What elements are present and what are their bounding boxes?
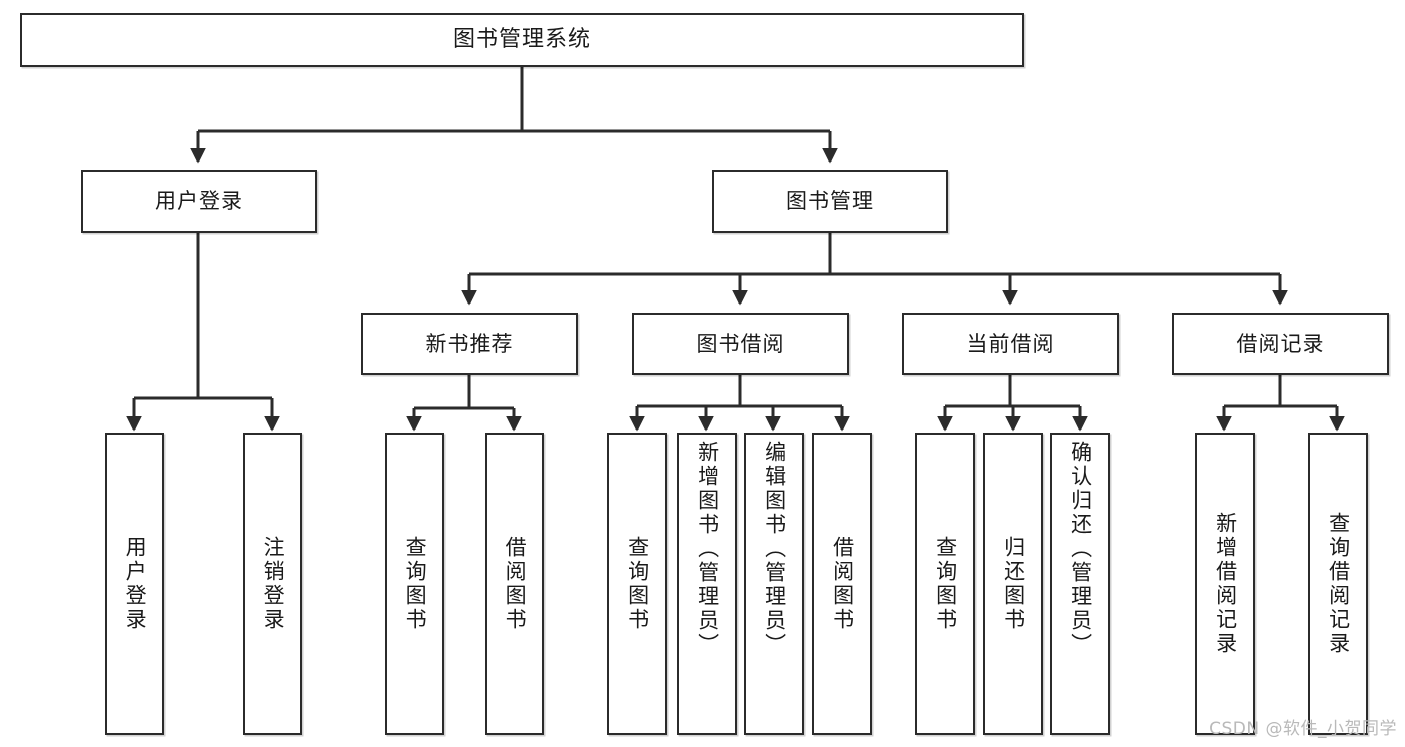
node-label: 用户登录	[123, 536, 148, 632]
node-book-management[interactable]: 图书管理	[712, 170, 948, 233]
node-label: 确认归还（管理员）	[1068, 441, 1093, 657]
node-new-book-recommend[interactable]: 新书推荐	[361, 313, 578, 375]
leaf-book-borrow-lend[interactable]: 借阅图书	[812, 433, 872, 735]
node-root-system[interactable]: 图书管理系统	[20, 13, 1024, 67]
node-label: 查询图书	[933, 536, 958, 632]
leaf-new-book-query[interactable]: 查询图书	[385, 433, 444, 735]
leaf-current-borrow-confirm[interactable]: 确认归还（管理员）	[1050, 433, 1110, 735]
node-label: 新增图书（管理员）	[695, 441, 720, 657]
node-label: 查询图书	[625, 536, 650, 632]
node-current-borrow[interactable]: 当前借阅	[902, 313, 1119, 375]
node-label: 新书推荐	[425, 331, 514, 356]
leaf-borrow-record-query[interactable]: 查询借阅记录	[1308, 433, 1368, 735]
node-label: 借阅记录	[1236, 331, 1325, 356]
node-label: 图书管理	[786, 189, 874, 214]
node-user-login[interactable]: 用户登录	[81, 170, 317, 233]
node-label: 新增借阅记录	[1213, 512, 1238, 656]
node-label: 当前借阅	[966, 331, 1055, 356]
node-label: 查询图书	[403, 536, 428, 632]
node-label: 查询借阅记录	[1326, 512, 1351, 656]
node-label: 借阅图书	[830, 536, 855, 632]
leaf-user-login-login[interactable]: 用户登录	[105, 433, 164, 735]
leaf-book-borrow-edit[interactable]: 编辑图书（管理员）	[744, 433, 804, 735]
node-label: 图书借阅	[696, 331, 785, 356]
leaf-user-login-logout[interactable]: 注销登录	[243, 433, 302, 735]
leaf-borrow-record-add[interactable]: 新增借阅记录	[1195, 433, 1255, 735]
leaf-book-borrow-query[interactable]: 查询图书	[607, 433, 667, 735]
node-label: 用户登录	[155, 189, 243, 214]
node-label: 编辑图书（管理员）	[762, 441, 787, 657]
node-book-borrow[interactable]: 图书借阅	[632, 313, 849, 375]
node-label: 注销登录	[261, 536, 286, 632]
leaf-current-borrow-query[interactable]: 查询图书	[915, 433, 975, 735]
leaf-book-borrow-add[interactable]: 新增图书（管理员）	[677, 433, 737, 735]
node-label: 借阅图书	[503, 536, 528, 632]
node-label: 归还图书	[1001, 536, 1026, 632]
csdn-watermark: CSDN @软件_小贺同学	[1209, 719, 1397, 739]
leaf-new-book-borrow[interactable]: 借阅图书	[485, 433, 544, 735]
node-borrow-record[interactable]: 借阅记录	[1172, 313, 1389, 375]
leaf-current-borrow-return[interactable]: 归还图书	[983, 433, 1043, 735]
node-label: 图书管理系统	[452, 27, 591, 53]
